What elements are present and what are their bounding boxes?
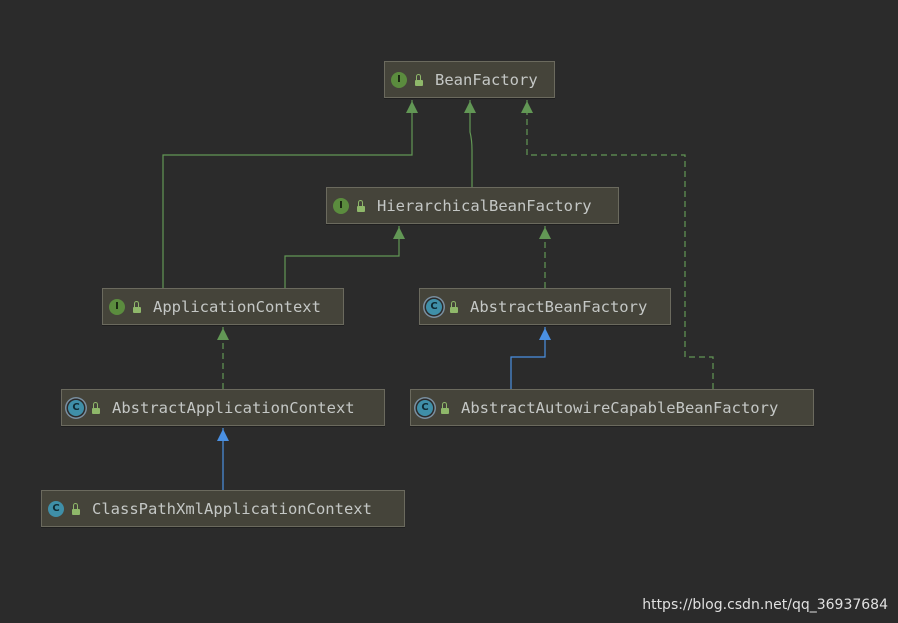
interface-icon: I (391, 71, 407, 88)
edge-hierarchical-to-beanfactory (469, 100, 473, 187)
edge-applicationcontext-to-hierarchical (284, 226, 400, 288)
node-abstractapplicationcontext[interactable]: C AbstractApplicationContext (61, 389, 385, 426)
edge-autowire-to-beanfactory (526, 100, 714, 389)
lock-icon (71, 502, 81, 515)
watermark-text: https://blog.csdn.net/qq_36937684 (642, 597, 888, 613)
lock-icon (440, 401, 450, 414)
node-label: AbstractApplicationContext (112, 398, 355, 417)
node-hierarchicalbeanfactory[interactable]: I HierarchicalBeanFactory (326, 187, 619, 224)
node-beanfactory[interactable]: I BeanFactory (384, 61, 555, 98)
lock-icon (132, 300, 142, 313)
node-abstractbeanfactory[interactable]: C AbstractBeanFactory (419, 288, 671, 325)
class-icon: C (48, 500, 64, 517)
node-applicationcontext[interactable]: I ApplicationContext (102, 288, 344, 325)
edge-autowire-to-abstractbeanfactory (510, 327, 546, 389)
node-label: AbstractAutowireCapableBeanFactory (461, 398, 779, 417)
lock-icon (91, 401, 101, 414)
abstract-class-icon: C (426, 298, 442, 315)
node-label: ApplicationContext (153, 297, 321, 316)
node-abstractautowirecapablebeanfactory[interactable]: C AbstractAutowireCapableBeanFactory (410, 389, 814, 426)
lock-icon (414, 73, 424, 86)
interface-icon: I (333, 197, 349, 214)
lock-icon (449, 300, 459, 313)
node-classpathxmlapplicationcontext[interactable]: C ClassPathXmlApplicationContext (41, 490, 405, 527)
node-label: HierarchicalBeanFactory (377, 196, 592, 215)
interface-icon: I (109, 298, 125, 315)
abstract-class-icon: C (417, 399, 433, 416)
node-label: AbstractBeanFactory (470, 297, 648, 316)
node-label: BeanFactory (435, 70, 538, 89)
node-label: ClassPathXmlApplicationContext (92, 499, 372, 518)
edge-applicationcontext-to-beanfactory (162, 100, 413, 288)
abstract-class-icon: C (68, 399, 84, 416)
lock-icon (356, 199, 366, 212)
